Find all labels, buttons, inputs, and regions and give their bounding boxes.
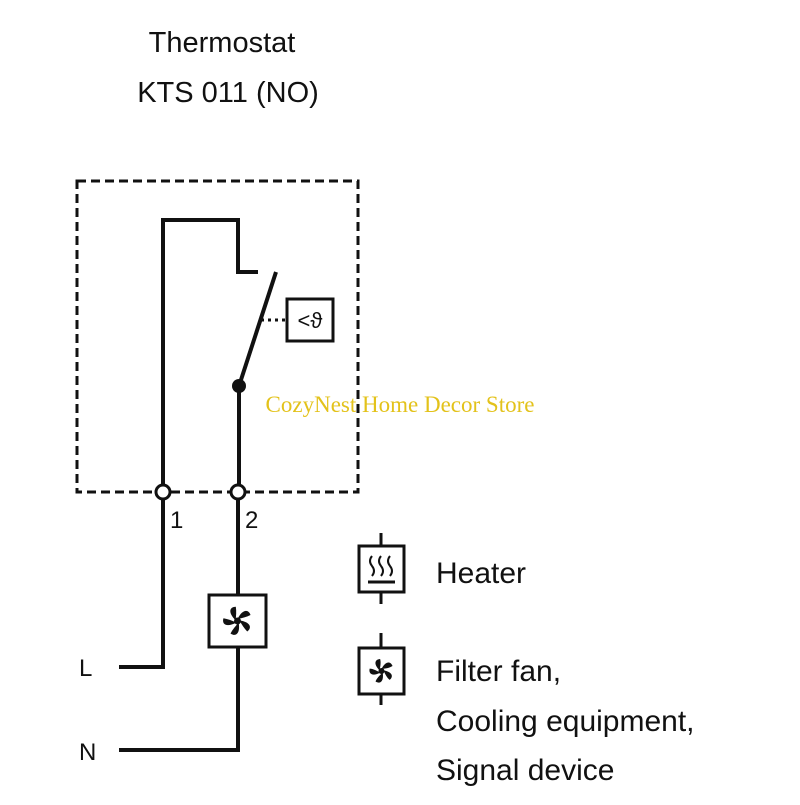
legend-heater-symbol [357, 533, 406, 604]
title-line-1: Thermostat [149, 27, 296, 59]
legend-fan-label-line-1: Filter fan, [436, 655, 561, 688]
heater-icon [368, 555, 395, 584]
legend-fan-label-line-2: Cooling equipment, [436, 705, 695, 738]
sensor-symbol: <ϑ [298, 308, 323, 333]
live-wire [119, 499, 165, 669]
terminal-2-label: 2 [245, 507, 258, 534]
fan-icon [369, 658, 393, 683]
terminal-1 [154, 483, 172, 501]
fan-icon [207, 593, 268, 649]
neutral-wire [119, 647, 240, 752]
temperature-sensor [285, 297, 335, 343]
neutral-label: N [79, 739, 96, 766]
legend-heater-label: Heater [436, 557, 526, 590]
terminal-1-label: 1 [170, 507, 183, 534]
title-line-2: KTS 011 (NO) [137, 77, 319, 109]
live-label: L [79, 655, 92, 682]
legend-fan-label-line-3: Signal device [436, 754, 614, 787]
terminal-2 [229, 483, 247, 501]
legend-fan-symbol [357, 633, 406, 705]
thermostat-housing [75, 179, 360, 494]
internal-wire-terminal-1 [161, 218, 258, 492]
store-watermark: CozyNest Home Decor Store [266, 392, 535, 417]
switch-blade [237, 271, 278, 387]
